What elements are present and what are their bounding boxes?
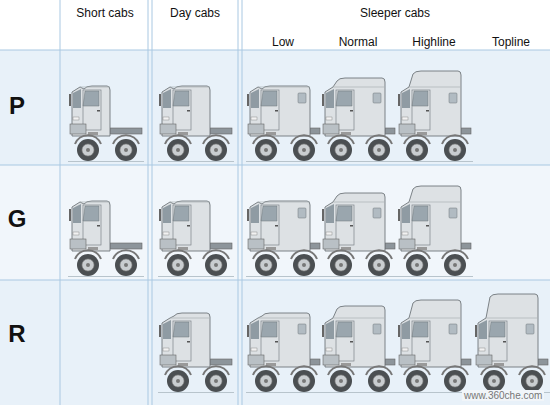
column-header: Short cabs: [76, 7, 133, 20]
truck-cab: [68, 86, 144, 162]
truck-cab: [246, 201, 322, 277]
row-band: [0, 280, 550, 405]
truck-cab: [158, 313, 234, 393]
truck-cab: [321, 78, 397, 162]
truck-cab: [246, 313, 322, 393]
watermark: www.360che.com: [462, 390, 544, 401]
sub-header: Normal: [339, 36, 378, 49]
sub-header: Low: [272, 36, 294, 49]
truck-cab: [397, 186, 473, 277]
row-band: [0, 165, 550, 280]
truck-cab: [474, 294, 550, 393]
truck-illustrations: [68, 71, 550, 393]
row-label: R: [8, 321, 25, 347]
truck-cab: [158, 86, 234, 162]
column-header: Day cabs: [170, 7, 220, 20]
truck-cab: [158, 201, 234, 277]
truck-cab: [321, 193, 397, 277]
row-label: G: [8, 206, 27, 232]
row-label: P: [9, 93, 25, 119]
sub-header: Highline: [412, 36, 455, 49]
sub-header: Topline: [492, 36, 530, 49]
truck-cab: [68, 201, 144, 277]
truck-cab: [397, 300, 473, 393]
truck-cab: [397, 71, 473, 162]
column-header: Sleeper cabs: [360, 7, 430, 20]
truck-cab: [321, 306, 397, 393]
truck-cab: [246, 86, 322, 162]
row-band: [0, 50, 550, 165]
